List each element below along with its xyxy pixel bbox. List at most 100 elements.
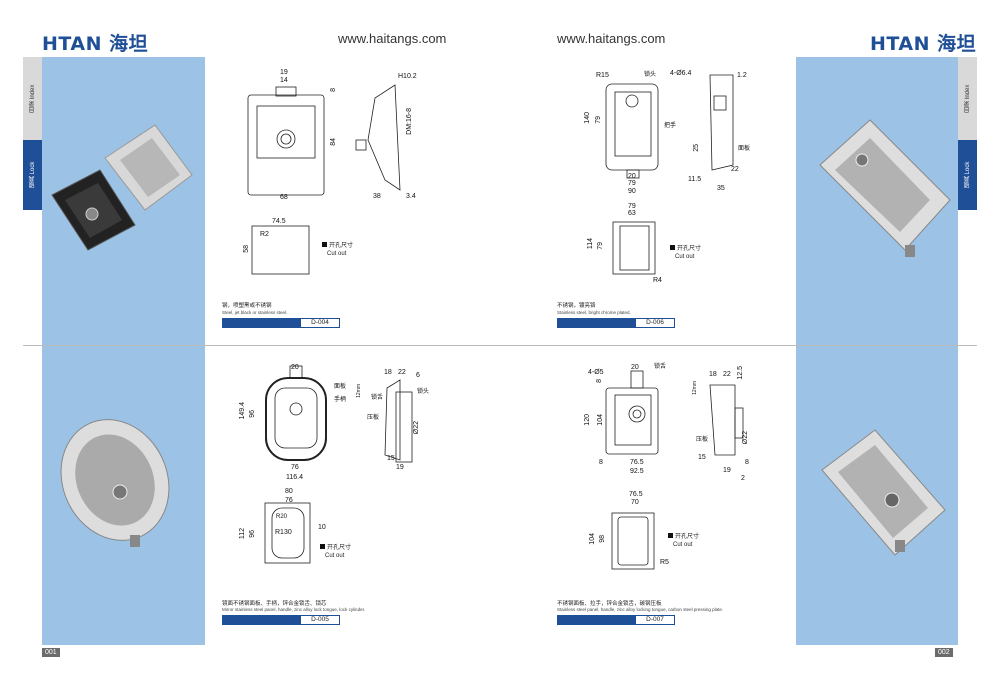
dim-label: 手柄 — [334, 397, 347, 403]
product-code: D-005 — [301, 616, 339, 624]
dim-label: 把手 — [664, 123, 677, 129]
product-code: D-007 — [636, 616, 674, 624]
product-code-bar: D-005 — [222, 615, 340, 625]
dim-label: 8 — [599, 459, 603, 466]
dim-label: 140 — [584, 112, 591, 124]
dim-label: 11.5 — [688, 176, 702, 183]
dim-label: 80 — [285, 488, 293, 495]
dim-label: 76 — [285, 497, 293, 504]
divider — [23, 345, 977, 346]
caption-en: Mirror stainless steel panel, handle, zi… — [222, 607, 366, 612]
dim-label: 25 — [693, 144, 700, 152]
dim-label: 79 — [595, 116, 602, 124]
dim-label: Ø22 — [742, 431, 749, 445]
photo-d006 — [819, 119, 951, 257]
dim-label: DM:16-8 — [406, 108, 413, 135]
product-code-bar: D-004 — [222, 318, 340, 328]
dim-label: 70 — [631, 499, 639, 506]
product-code-bar: D-007 — [557, 615, 675, 625]
dim-label: 114 — [587, 238, 594, 250]
dim-label: 19 — [280, 69, 288, 76]
dim-label: 10 — [318, 524, 326, 531]
dim-label: 19 — [396, 464, 404, 471]
dim-label: 76.5 — [629, 491, 643, 498]
dim-label: 锁头 — [417, 389, 430, 395]
dim-label: 19 — [723, 467, 731, 474]
dim-label: R4 — [653, 277, 662, 284]
dim-label: 96 — [249, 410, 256, 418]
dim-label: 58 — [243, 245, 250, 253]
brand-logo-left: HTAN 海坦 — [42, 33, 149, 55]
dim-label: 76 — [291, 464, 299, 471]
dim-label: 12.5 — [737, 366, 744, 380]
cutout-legend: 开孔尺寸 Cut out — [322, 242, 353, 258]
dim-label: 112 — [239, 528, 246, 540]
dim-label: 1.2 — [737, 72, 747, 79]
dim-label: 8 — [596, 379, 603, 383]
cutout-legend: 开孔尺寸 Cut out — [670, 245, 701, 261]
website-url-right[interactable]: www.haitangs.com — [557, 31, 666, 46]
product-code-bar: D-006 — [557, 318, 675, 328]
dim-label: 74.5 — [272, 218, 286, 225]
dim-label: R15 — [596, 72, 609, 79]
dim-label: 6 — [416, 372, 420, 379]
dim-label: 38 — [373, 193, 381, 200]
dim-label: 8 — [745, 459, 749, 466]
dim-label: 15 — [387, 455, 395, 462]
caption-en: Stainless steel panel, handle, zinc allo… — [557, 607, 724, 612]
dim-label: 116.4 — [286, 474, 303, 481]
dim-label: 98 — [599, 535, 606, 543]
dim-label: 12mm — [692, 381, 698, 395]
dim-label: 76.5 — [630, 459, 644, 466]
dim-label: 79 — [597, 242, 604, 250]
dim-label: 4-Ø5 — [588, 369, 604, 376]
page-number-left: 001 — [42, 648, 60, 657]
caption-cn: 不锈钢面板、拉手，锌合金锁舌，碳钢压板 — [557, 601, 662, 607]
caption-cn: 不锈钢，镀亮铬 — [557, 303, 596, 309]
dim-label: 79 — [628, 203, 636, 210]
dim-label: 149.4 — [239, 402, 246, 420]
dim-label: R2 — [260, 231, 269, 238]
dim-label: 锁头 — [644, 72, 657, 78]
product-code: D-004 — [301, 319, 339, 327]
dim-label: 92.5 — [630, 468, 644, 475]
dim-label: 锁舌 — [654, 364, 667, 370]
dim-label: 20 — [631, 364, 639, 371]
dim-label: 14 — [280, 77, 288, 84]
dim-label: 15 — [698, 454, 706, 461]
photo-d004 — [51, 124, 193, 251]
dim-label: 20 — [628, 173, 636, 180]
dim-label: 22 — [723, 371, 731, 378]
dim-label: 锁舌 — [371, 395, 384, 401]
page-number-right: 002 — [935, 648, 953, 657]
dim-label: 35 — [717, 185, 725, 192]
dim-label: 面板 — [334, 384, 347, 390]
dim-label: 18 — [709, 371, 717, 378]
dim-label: 12mm — [356, 384, 362, 398]
photo-d007 — [821, 429, 946, 556]
dim-label: 96 — [249, 530, 256, 538]
dim-label: 120 — [584, 414, 591, 426]
product-code: D-006 — [636, 319, 674, 327]
dim-label: 20 — [291, 364, 299, 371]
dim-label: 8 — [330, 88, 337, 92]
caption-cn: 镜面不锈钢面板、手柄，锌合金锁舌、锁芯 — [222, 601, 327, 607]
dim-label: R130 — [275, 529, 292, 536]
dim-label: 3.4 — [406, 193, 416, 200]
dim-label: R20 — [276, 514, 288, 520]
dim-label: Ø22 — [413, 421, 420, 435]
caption-cn: 钢，喷塑黑或不锈钢 — [222, 303, 272, 309]
dim-label: 2 — [741, 475, 745, 482]
caption-en: Steel, jet black or stainless steel. — [222, 310, 288, 315]
dim-label: 68 — [280, 194, 288, 201]
dim-label: 90 — [628, 188, 636, 195]
dim-label: 18 — [384, 369, 392, 376]
dim-label: 面板 — [738, 146, 751, 152]
website-url-left[interactable]: www.haitangs.com — [338, 31, 447, 46]
dim-label: 22 — [398, 369, 406, 376]
photo-d005 — [60, 419, 170, 547]
caption-en: Stainless steel, bright chrome plated. — [557, 310, 631, 315]
dim-label: 压板 — [696, 437, 709, 443]
